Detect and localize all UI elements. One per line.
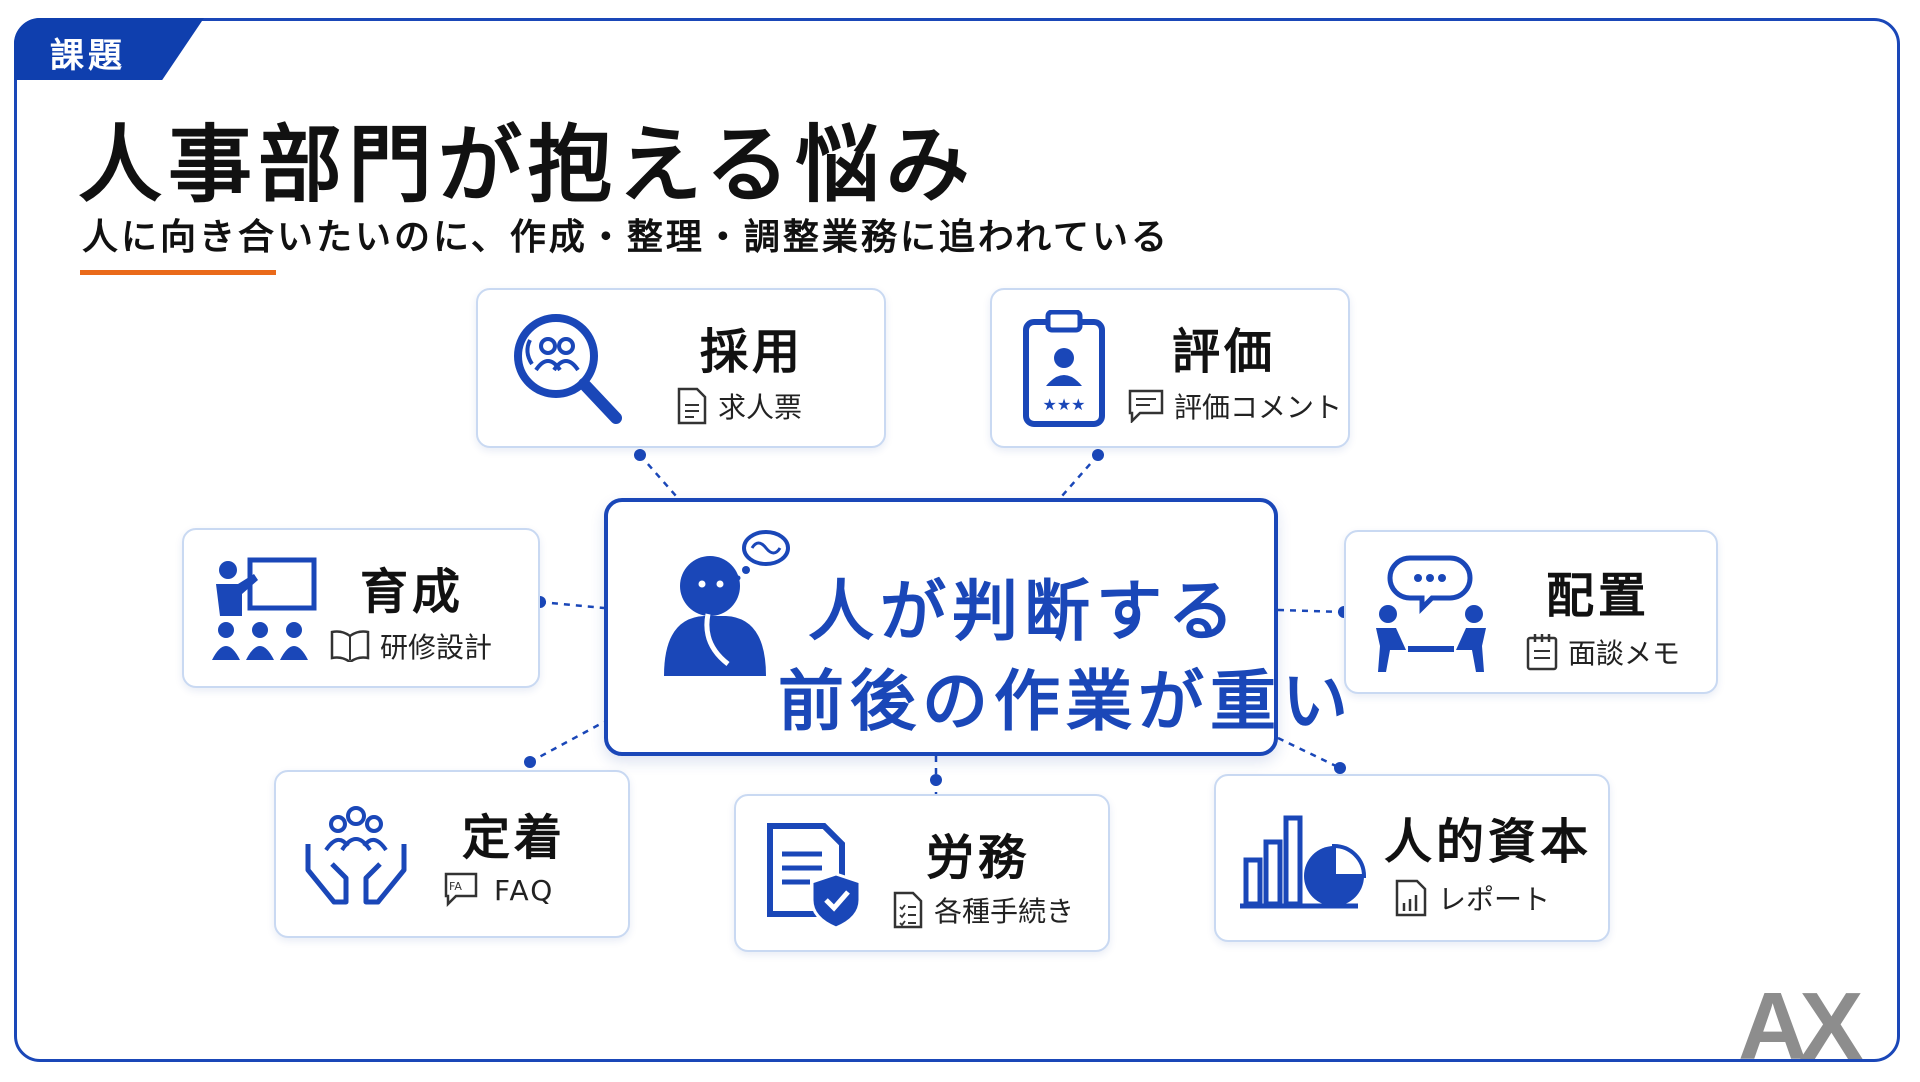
document-shield-icon <box>767 823 862 930</box>
card-labor-doc: 各種手続き <box>892 890 1074 930</box>
clipboard-rating-icon: ★★★ <box>1023 310 1105 427</box>
card-capital-doc-label: レポート <box>1438 883 1551 916</box>
card-training: 育成 研修設計 <box>182 528 540 688</box>
card-capital-name: 人的資本 <box>1384 814 1593 870</box>
card-labor-doc-label: 各種手続き <box>934 895 1075 928</box>
page-title: 人事部門が抱える悩み <box>78 116 976 214</box>
central-issue-line1: 人が判断する <box>808 573 1240 650</box>
card-recruit-name: 採用 <box>700 324 805 380</box>
memo-icon <box>1526 634 1558 671</box>
card-recruit-doc: 求人票 <box>676 386 802 426</box>
page-subtitle: 人に向き合いたいのに、作成・整理・調整業務に追われている <box>82 217 1171 258</box>
svg-text:★★★: ★★★ <box>1042 395 1085 414</box>
magnifier-people-icon <box>514 314 622 424</box>
card-labor: 労務 各種手続き <box>734 794 1110 952</box>
card-recruit-doc-label: 求人票 <box>718 391 803 424</box>
section-tag: 課題 <box>14 18 204 80</box>
central-issue-box: 人が判断する 前後の作業が重い <box>604 498 1348 756</box>
card-labor-name: 労務 <box>926 830 1031 886</box>
teacher-board-icon <box>212 557 317 660</box>
card-eval-name: 評価 <box>1172 324 1277 380</box>
comment-icon <box>1128 389 1164 423</box>
card-retention-doc: FA FAQ <box>444 872 554 908</box>
document-icon <box>677 387 707 425</box>
card-training-doc-label: 研修設計 <box>380 631 493 664</box>
card-placement-name: 配置 <box>1546 568 1651 624</box>
card-recruit: 採用 求人票 <box>476 288 886 448</box>
card-retention: 定着 FA FAQ <box>274 770 630 938</box>
card-training-doc: 研修設計 <box>330 626 492 666</box>
card-eval: ★★★ 評価 評価コメント <box>990 288 1350 448</box>
checklist-icon <box>893 891 923 929</box>
book-icon <box>330 630 370 662</box>
subtitle-underline <box>80 270 276 275</box>
card-eval-doc-label: 評価コメント <box>1174 391 1343 424</box>
card-placement-doc: 面談メモ <box>1526 632 1680 672</box>
svg-text:FA: FA <box>449 880 462 893</box>
meeting-icon <box>1376 555 1486 672</box>
central-issue-line2: 前後の作業が重い <box>778 663 1354 740</box>
care-hands-icon <box>305 806 407 905</box>
thinking-person-icon <box>664 530 790 676</box>
card-training-name: 育成 <box>360 564 465 620</box>
card-capital-doc: レポート <box>1394 878 1550 918</box>
card-placement: 配置 面談メモ <box>1344 530 1718 694</box>
card-placement-doc-label: 面談メモ <box>1568 637 1681 670</box>
bar-pie-chart-icon <box>1240 815 1367 909</box>
card-retention-doc-label: FAQ <box>494 873 555 907</box>
faq-icon: FA <box>444 872 478 908</box>
brand-logo: AX <box>1738 973 1863 1080</box>
card-capital: 人的資本 レポート <box>1214 774 1610 942</box>
report-icon <box>1395 879 1427 917</box>
card-retention-name: 定着 <box>462 810 567 866</box>
card-eval-doc: 評価コメント <box>1128 386 1342 426</box>
